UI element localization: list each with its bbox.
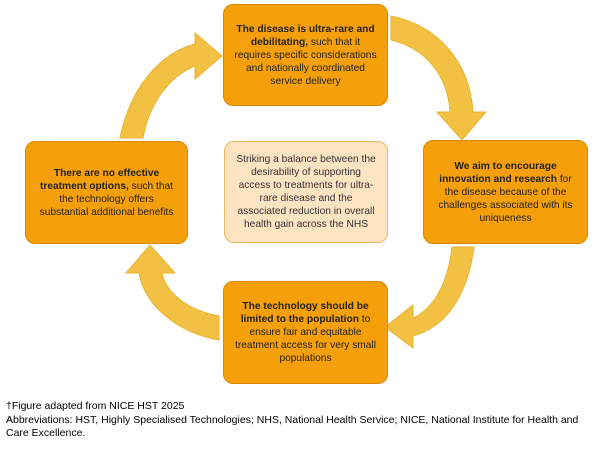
box-bottom-text: to ensure fair and equitable treatment a…: [235, 314, 376, 364]
footnote: †Figure adapted from NICE HST 2025 Abbre…: [6, 400, 598, 441]
box-center-text: Striking a balance between the desirabil…: [236, 154, 376, 230]
box-top-bold: The disease is ultra-rare and debilitati…: [236, 23, 375, 48]
box-right-bold: We aim to encourage innovation and resea…: [439, 160, 558, 185]
arrow-bottom-to-left: [124, 244, 220, 341]
cycle-diagram: The disease is ultra-rare and debilitati…: [25, 4, 588, 384]
box-right-text: for the disease because of the challenge…: [438, 173, 573, 224]
arrow-right-to-bottom: [384, 246, 475, 349]
arrow-top-to-right: [390, 15, 488, 141]
cycle-arrows: [119, 15, 488, 349]
box-limited-population: The technology should be limited to the …: [223, 281, 388, 384]
box-left-text: such that the technology offers substant…: [39, 180, 174, 218]
footnote-source: †Figure adapted from NICE HST 2025: [6, 400, 185, 412]
box-center-balance: Striking a balance between the desirabil…: [224, 141, 388, 243]
box-left-bold: There are no effective treatment options…: [39, 167, 160, 192]
box-ultra-rare-disease: The disease is ultra-rare and debilitati…: [223, 4, 388, 106]
box-top-text: such that it requires specific considera…: [234, 36, 377, 87]
arrow-left-to-top: [119, 31, 223, 139]
box-innovation-research: We aim to encourage innovation and resea…: [423, 140, 588, 244]
footnote-abbreviations: Abbreviations: HST, Highly Specialised T…: [6, 413, 579, 440]
box-bottom-bold: The technology should be limited to the …: [240, 301, 369, 325]
box-no-effective-treatment: There are no effective treatment options…: [25, 141, 188, 244]
